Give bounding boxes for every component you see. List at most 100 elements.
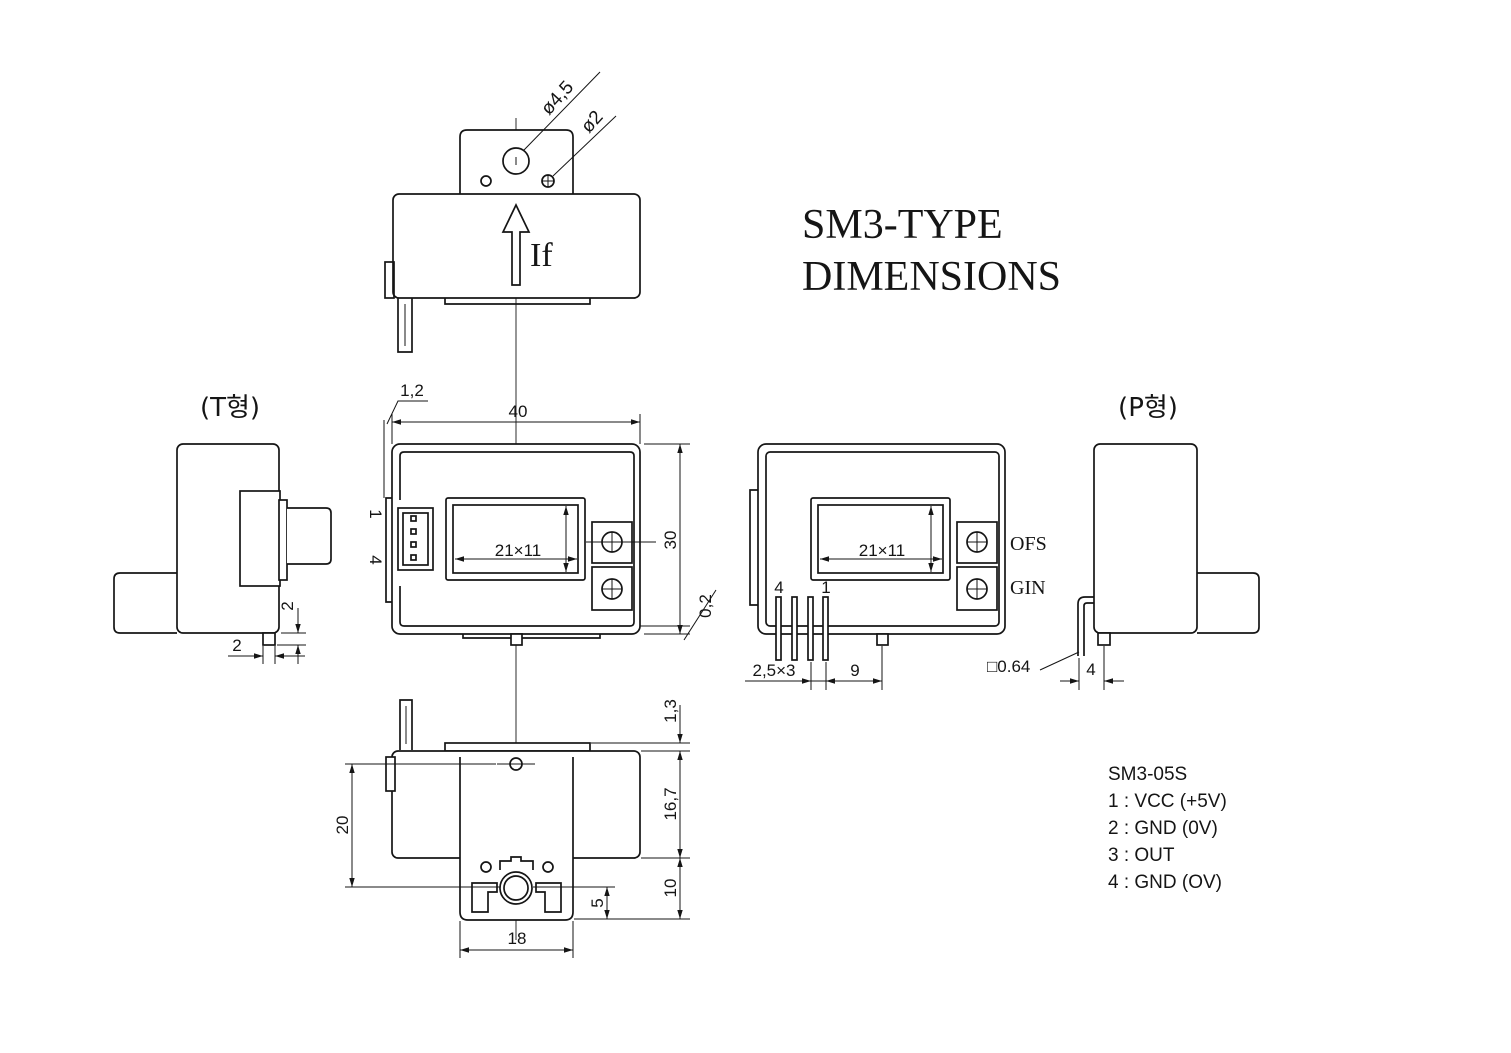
bottom-bridge xyxy=(499,856,534,870)
current-label: If xyxy=(530,237,553,274)
side-p-body xyxy=(1093,443,1198,634)
side-view-t: (T형) 2 2 xyxy=(113,393,332,664)
bottom-hole-large-inner xyxy=(503,875,529,901)
bottom-dim-b: 16,7 xyxy=(661,787,680,820)
top-pin xyxy=(397,298,413,353)
hole-large-leader xyxy=(523,71,601,151)
front-t-dim-offset: 1,2 xyxy=(400,381,424,400)
front-t-connector-pin-4 xyxy=(410,554,417,561)
bottom-left-tab xyxy=(385,756,396,792)
front-t-gap-leader xyxy=(683,589,717,641)
front-p-trim-ofs xyxy=(956,521,998,564)
side-p-pin-size: □0.64 xyxy=(987,657,1030,676)
top-view: If ø4,5 ø2 xyxy=(384,71,641,353)
front-p-trim-gin xyxy=(956,566,998,611)
bottom-hole-left xyxy=(480,861,492,873)
side-t-pin xyxy=(262,632,276,646)
side-view-p: (P형) □0.64 4 xyxy=(987,393,1260,690)
front-t-window xyxy=(445,497,586,581)
front-p-window-label: 21×11 xyxy=(859,541,905,560)
side-p-extension xyxy=(1197,572,1260,634)
bottom-dim-d: 20 xyxy=(333,816,352,835)
front-t-pin-first-label: 1 xyxy=(366,509,385,518)
front-t-window-inner xyxy=(452,504,579,574)
bottom-left-clip xyxy=(471,882,498,913)
pinout-legend: SM3-05S 1 : VCC (+5V) 2 : GND (0V) 3 : O… xyxy=(1108,764,1227,893)
side-view-t-label: (T형) xyxy=(200,393,260,423)
side-t-connector-plug xyxy=(287,507,332,565)
front-t-inner-outline xyxy=(399,451,635,627)
pinout-pin-4: 4 : GND (OV) xyxy=(1108,872,1222,893)
bottom-mounting-plate xyxy=(459,757,574,921)
pinout-pin-3: 3 : OUT xyxy=(1108,845,1175,866)
front-p-trim-gin-label: GIN xyxy=(1010,577,1046,599)
bottom-hole-right xyxy=(542,861,554,873)
front-t-offset-leader xyxy=(386,400,428,425)
bottom-dim-f: 18 xyxy=(508,929,527,948)
front-p-dim-pitch: 2,5×3 xyxy=(752,661,795,680)
side-t-dim-pin-width: 2 xyxy=(232,636,241,655)
front-p-left-notch xyxy=(749,489,758,606)
front-t-window-label: 21×11 xyxy=(495,541,541,560)
side-t-connector-flange xyxy=(278,499,288,581)
hole-large-label: ø4,5 xyxy=(537,77,578,119)
title-block: SM3-TYPE DIMENSIONS xyxy=(802,202,1061,300)
title-line-1: SM3-TYPE xyxy=(802,202,1003,248)
side-t-extension xyxy=(113,572,177,634)
front-p-dim-pin-offset: 9 xyxy=(850,661,859,680)
pinout-pin-1: 1 : VCC (+5V) xyxy=(1108,791,1227,812)
front-p-pin-1 xyxy=(822,596,829,661)
mounting-hole-large xyxy=(502,147,530,175)
bottom-top-strip xyxy=(444,742,591,752)
front-t-trim-top xyxy=(591,521,633,564)
front-t-bottom-pin xyxy=(510,633,523,646)
front-p-bottom-pin xyxy=(876,633,889,646)
front-p-window xyxy=(810,497,951,581)
front-t-connector-pin-2 xyxy=(410,528,417,535)
side-p-bent-pin-outer xyxy=(1077,596,1094,656)
front-view-t: 1 4 21×11 1,2 40 30 0,2 xyxy=(366,381,717,646)
side-view-p-label: (P형) xyxy=(1118,393,1178,423)
front-p-inner-outline xyxy=(765,451,1000,627)
side-p-pin-size-leader xyxy=(1039,651,1080,671)
front-t-dim-height: 30 xyxy=(661,531,680,550)
front-t-left-notch xyxy=(385,497,392,603)
side-p-dim-pin-offset: 4 xyxy=(1086,660,1095,679)
bottom-right-clip xyxy=(535,882,562,913)
front-t-connector-inner xyxy=(402,512,429,566)
hole-small-label: ø2 xyxy=(577,107,607,138)
front-t-connector-pin-1 xyxy=(410,515,417,522)
front-p-pin-2 xyxy=(807,596,814,661)
front-t-bottom-lip xyxy=(462,634,601,639)
front-t-connector-pin-3 xyxy=(410,541,417,548)
front-t-dim-width: 40 xyxy=(509,402,528,421)
bottom-dim-a: 1,3 xyxy=(661,699,680,723)
hole-small-leader xyxy=(552,115,617,177)
front-p-pin-last-label: 4 xyxy=(774,578,783,597)
side-p-bent-pin-inner xyxy=(1083,602,1094,656)
side-t-connector-housing xyxy=(239,490,281,587)
front-view-p: 21×11 OFS GIN 4 1 2,5×3 9 xyxy=(745,443,1047,690)
bottom-dim-c: 10 xyxy=(661,879,680,898)
bottom-hole-large-outer xyxy=(499,871,533,905)
front-p-pin-4 xyxy=(775,596,782,661)
title-line-2: DIMENSIONS xyxy=(802,254,1061,300)
front-t-trim-bottom xyxy=(591,566,633,611)
pinout-pin-2: 2 : GND (0V) xyxy=(1108,818,1218,839)
current-direction-arrow xyxy=(501,203,531,286)
front-p-window-inner xyxy=(817,504,944,574)
front-p-trim-ofs-label: OFS xyxy=(1010,533,1047,555)
side-p-pin xyxy=(1097,632,1111,646)
front-p-pin-3 xyxy=(791,596,798,661)
mounting-hole-left xyxy=(480,175,492,187)
front-t-pin-last-label: 4 xyxy=(366,555,385,564)
front-p-pin-first-label: 1 xyxy=(821,578,830,597)
front-t-dim-gap: 0,2 xyxy=(696,594,715,618)
top-left-tab xyxy=(384,261,395,299)
bottom-dim-e: 5 xyxy=(588,898,607,907)
bottom-view: 1,3 16,7 10 20 5 18 xyxy=(333,699,690,958)
pinout-model: SM3-05S xyxy=(1108,764,1187,785)
side-t-dim-pin-height: 2 xyxy=(278,601,297,610)
top-bottom-lip xyxy=(444,298,591,305)
